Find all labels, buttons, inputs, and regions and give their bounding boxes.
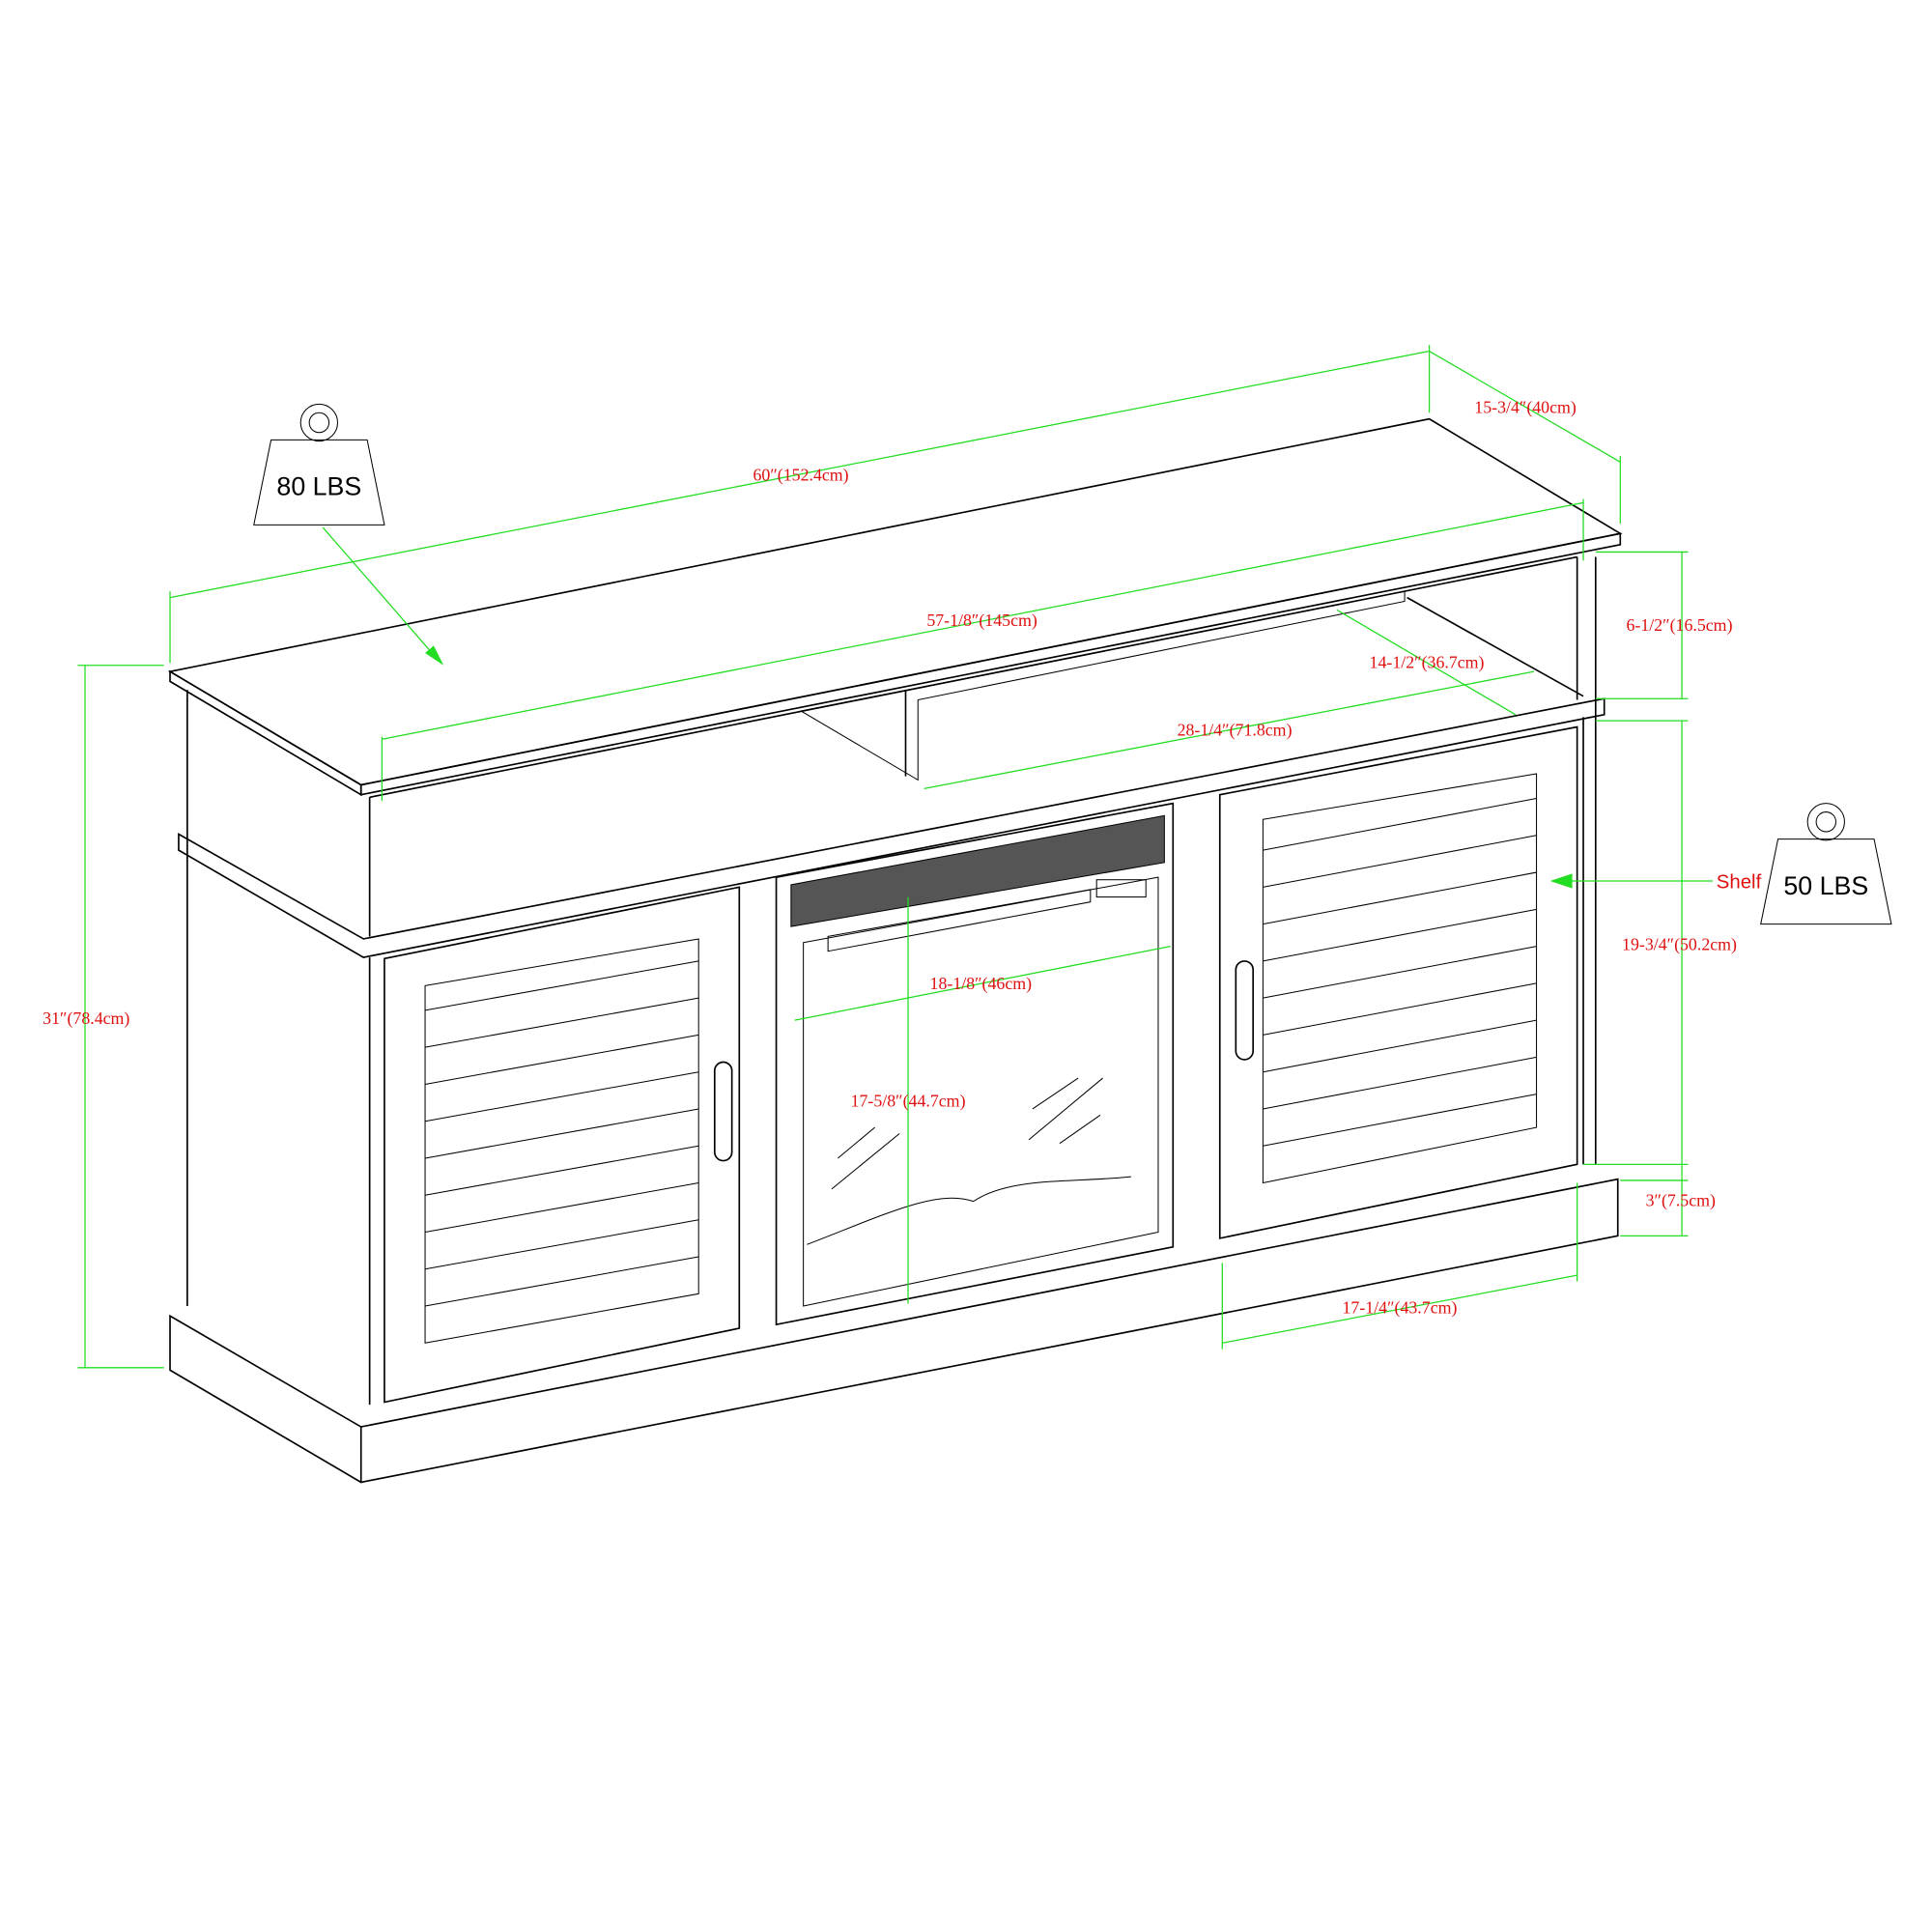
- weight-icon-shelf: 50 LBS: [1760, 803, 1892, 925]
- fireplace-insert: [775, 802, 1175, 1326]
- tv-stand-drawing: [167, 417, 1623, 1484]
- fireplace-vent: [790, 814, 1165, 927]
- open-shelf-depth-label: 14-1/2″(36.7cm): [1370, 652, 1485, 672]
- left-door: [384, 886, 741, 1404]
- overall-width-label: 60″(152.4cm): [753, 465, 849, 485]
- top-load-arrow: [322, 526, 439, 660]
- base-height-label: 3″(7.5cm): [1646, 1191, 1716, 1211]
- fireplace-width-label: 18-1/8″(46cm): [930, 974, 1033, 994]
- right-door-louvers: [1263, 798, 1537, 1147]
- left-door-handle: [713, 1061, 733, 1162]
- open-shelf-height-label: 6-1/2″(16.5cm): [1627, 615, 1733, 636]
- open-shelf-width-label: 28-1/4″(71.8cm): [1178, 720, 1293, 740]
- center-divider: [799, 590, 1406, 781]
- overall-depth-label: 15-3/4″(40cm): [1474, 397, 1577, 417]
- dimension-labels: 60″(152.4cm) 15-3/4″(40cm) 57-1/8″(145cm…: [43, 397, 1737, 1318]
- fireplace-logs: [807, 1176, 1131, 1245]
- fireplace-height-label: 17-5/8″(44.7cm): [851, 1091, 966, 1111]
- weight-icon-top: 80 LBS: [253, 403, 385, 526]
- top-weight-label: 80 LBS: [276, 472, 361, 501]
- plinth-base: [169, 1178, 1619, 1484]
- fireplace-controls: [1095, 879, 1147, 898]
- door-width-label: 17-1/4″(43.7cm): [1343, 1298, 1458, 1319]
- overall-height-label: 31″(78.4cm): [43, 1009, 129, 1029]
- right-door-handle: [1235, 960, 1255, 1061]
- right-door: [1218, 725, 1578, 1239]
- inner-width-label: 57-1/8″(145cm): [926, 611, 1037, 631]
- shelf-label: Shelf: [1717, 872, 1762, 894]
- cabinet-height-label: 19-3/4″(50.2cm): [1622, 934, 1737, 954]
- mid-shelf: [178, 697, 1605, 958]
- shelf-weight-label: 50 LBS: [1783, 871, 1868, 900]
- dimension-lines: [77, 345, 1713, 1369]
- left-door-louvers: [424, 960, 699, 1307]
